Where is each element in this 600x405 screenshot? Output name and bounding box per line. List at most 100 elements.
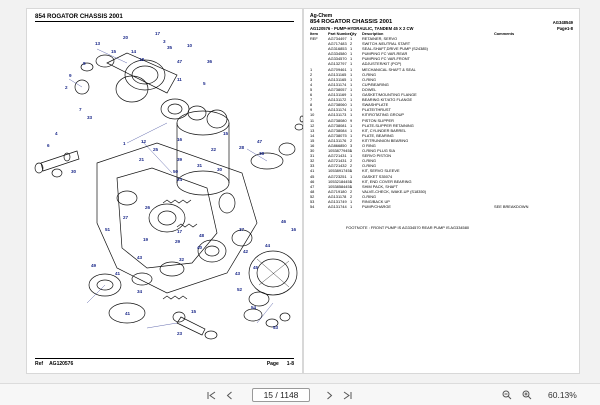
parts-cell-part: AG131173	[328, 112, 347, 118]
diagram-callout: 37	[239, 227, 245, 232]
parts-cell-part: AG131174	[328, 107, 347, 113]
page-number: 1-8	[286, 361, 294, 367]
parts-cell-item: 15	[310, 137, 315, 143]
document-code: AG348549	[552, 20, 573, 25]
parts-cell-item: 8	[310, 102, 313, 108]
parts-cell-part: AG721432	[328, 163, 347, 169]
parts-cell-item: 1	[310, 66, 313, 72]
parts-cell-part: AG316853	[328, 46, 347, 52]
zoom-out-icon[interactable]	[500, 388, 514, 402]
page-number-input[interactable]: 15 / 1148	[252, 388, 310, 402]
parts-cell-part: AG738084	[328, 127, 347, 133]
ref-number: AG120576	[49, 361, 74, 367]
parts-cell-qty: 2	[350, 41, 353, 47]
parts-cell-part: AG131174	[328, 81, 347, 87]
first-page-icon[interactable]	[204, 388, 218, 402]
parts-cell-qty: 1	[350, 132, 353, 138]
footnote: FOOTNOTE : FRONT PUMP IS AG334570 REAR P…	[346, 225, 470, 230]
last-page-icon[interactable]	[340, 388, 354, 402]
parts-cell-desc: O-RING	[362, 76, 377, 82]
parts-cell-desc: SHIM PACK, SHAFT	[362, 183, 399, 189]
diagram-callout: 12	[141, 139, 147, 144]
parts-cell-qty: 2	[350, 193, 353, 199]
parts-cell-desc: SWITCH-NEUTRAL START	[362, 41, 411, 47]
parts-cell-item: 30	[310, 148, 315, 154]
parts-cell-desc: RETAINER, SERVO	[362, 36, 398, 41]
diagram-callout: 51	[105, 227, 111, 232]
col-comments: Comments	[494, 31, 515, 36]
diagram-callout: 46	[281, 219, 287, 224]
parts-cell-desc: PLATE, BEARING	[362, 132, 394, 138]
diagram-callout: 26	[145, 205, 151, 210]
col-description: Description	[362, 31, 384, 36]
parts-cell-item: 14	[310, 132, 315, 138]
parts-cell-qty: 2	[350, 163, 353, 169]
diagram-callout: 32	[179, 257, 185, 262]
parts-cell-desc: PUMP/CHARGE	[362, 204, 391, 210]
diagram-callout: 48	[199, 233, 205, 238]
diagram-callout: 31	[197, 163, 203, 168]
header-rule	[35, 21, 294, 22]
zoom-level[interactable]: 60.13%	[548, 390, 577, 400]
diagram-callout: 8	[83, 61, 86, 66]
parts-cell-desc: KIT/ROTATING GROUP	[362, 112, 405, 118]
diagram-callout: 27	[123, 215, 129, 220]
diagram-callout: 9	[69, 73, 72, 78]
diagram-callout: 18	[139, 57, 145, 62]
parts-cell-item: 46	[310, 178, 315, 184]
diagram-callout: 52	[237, 287, 243, 292]
parts-cell-qty: 1	[350, 97, 353, 103]
parts-cell-part: AG717483	[328, 41, 347, 47]
previous-page-icon[interactable]	[222, 388, 236, 402]
parts-cell-qty: 1	[350, 183, 353, 189]
parts-cell-part: AG734497	[328, 36, 347, 41]
diagram-callout: 35	[167, 45, 173, 50]
parts-cell-desc: O-RING	[362, 158, 377, 164]
diagram-callout: 19	[143, 237, 149, 242]
parts-cell-part: AG131744	[328, 204, 347, 210]
parts-page-number: Page1-8	[556, 26, 573, 31]
col-qty: Qty	[350, 31, 357, 36]
parts-cell-qty: 1	[350, 36, 353, 41]
parts-cell-item: 45	[310, 173, 315, 179]
diagram-callout: 41	[115, 271, 121, 276]
parts-cell-part: 10538779451	[328, 148, 352, 154]
parts-cell-desc: O-RING	[362, 163, 377, 169]
parts-cell-item: 16	[310, 142, 315, 148]
parts-cell-part: AG334580	[328, 51, 347, 57]
parts-cell-item: 4	[310, 81, 313, 87]
parts-cell-desc: O RING	[362, 142, 376, 148]
parts-cell-qty: 1	[350, 199, 353, 204]
parts-cell-item: 10	[310, 112, 315, 118]
parts-table-header: Item Part Number Qty Description Comment…	[310, 31, 575, 36]
col-item: Item	[310, 31, 318, 36]
parts-cell-desc: DOWEL	[362, 86, 377, 92]
parts-cell-item: 47	[310, 183, 315, 189]
parts-cell-qty: 1	[350, 122, 353, 128]
parts-cell-item: 33	[310, 163, 315, 169]
diagram-callout: 4	[55, 131, 58, 136]
parts-cell-item: 6	[310, 92, 313, 98]
parts-cell-desc: O-RING	[362, 71, 377, 77]
zoom-in-icon[interactable]	[520, 388, 534, 402]
parts-cell-part: AG723251	[328, 173, 347, 179]
parts-cell-part: 10538917451	[328, 168, 352, 174]
parts-cell-qty: 1	[350, 153, 353, 159]
parts-cell-qty: 1	[350, 61, 353, 67]
parts-cell-qty: 1	[350, 107, 353, 113]
parts-cell-item: 2	[310, 71, 313, 77]
parts-cell-item: 54	[310, 204, 315, 210]
parts-cell-part: AG132797	[328, 61, 347, 67]
next-page-icon[interactable]	[322, 388, 336, 402]
parts-cell-item: 48	[310, 188, 315, 194]
